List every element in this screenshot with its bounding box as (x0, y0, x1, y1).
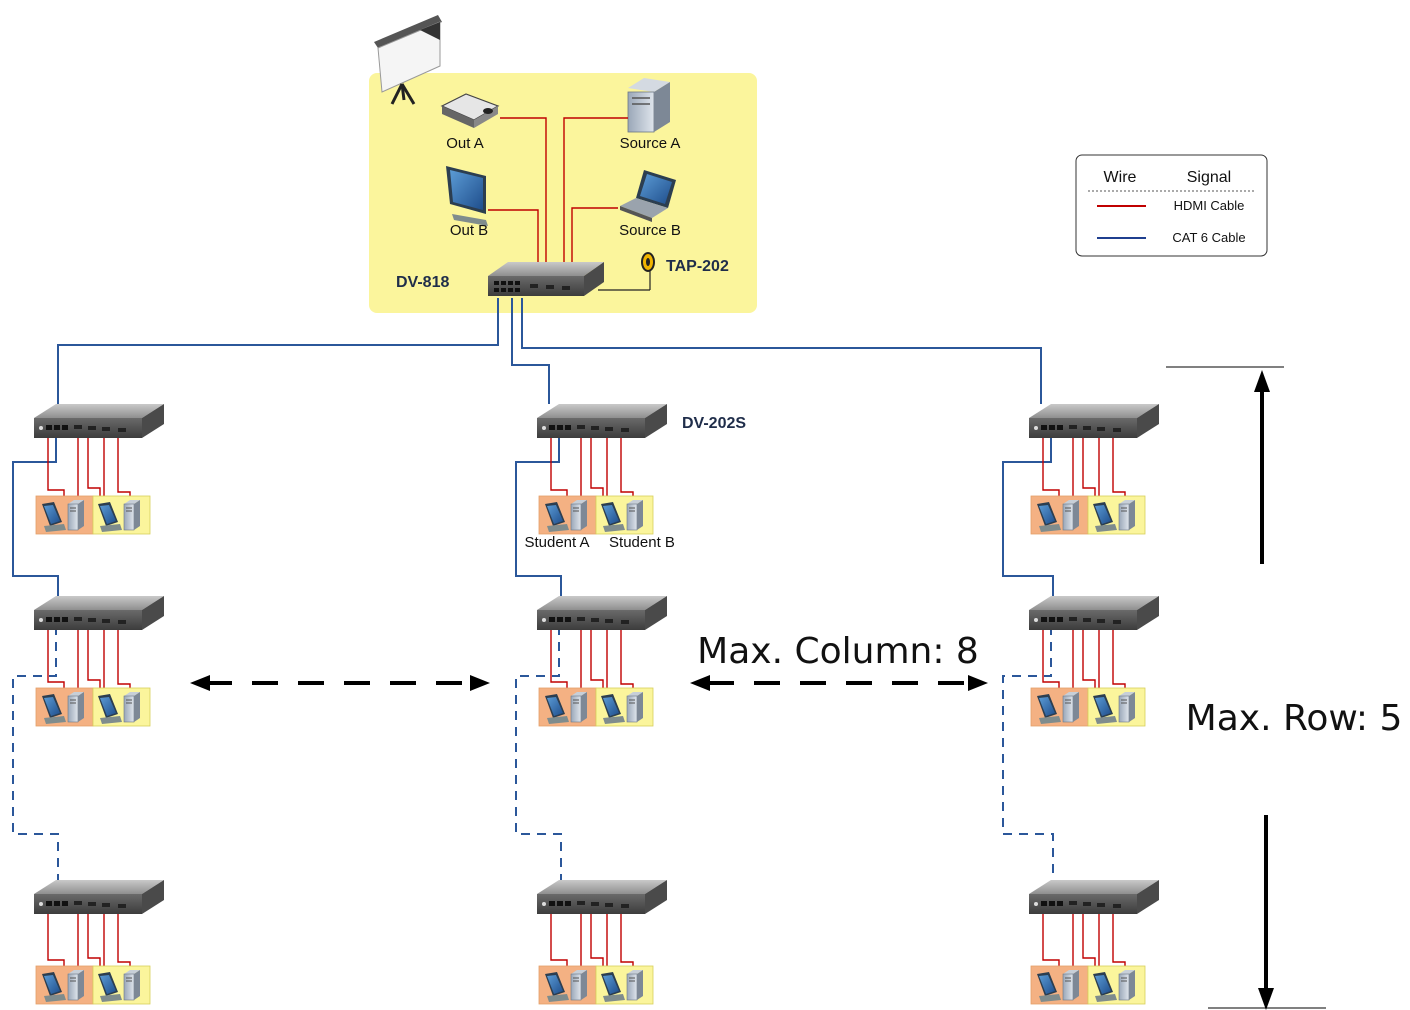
hdmi-drop-lines (550, 912, 634, 974)
cat6-chain-line (1002, 434, 1054, 596)
hdmi-drop-lines (47, 628, 131, 696)
student-pcs-icon (36, 496, 150, 534)
student-a-label: Student A (524, 534, 589, 551)
legend-col-wire: Wire (1104, 169, 1137, 186)
panel-label: TAP-202 (666, 258, 729, 275)
legend-col-signal: Signal (1187, 169, 1231, 186)
out-b-label: Out B (450, 222, 488, 239)
hdmi-drop-lines (47, 436, 131, 504)
receiver-switch-icon (1029, 880, 1159, 914)
receiver-label: DV-202S (682, 415, 746, 432)
student-pcs-icon (539, 966, 653, 1004)
receiver-switch-icon (1029, 404, 1159, 438)
monitor-icon (446, 166, 488, 226)
receiver-switch-icon (34, 404, 164, 438)
cat6-trunk-lines (57, 298, 1042, 404)
hdmi-drop-lines (47, 912, 131, 974)
legend: Wire Signal HDMI Cable CAT 6 Cable (1075, 154, 1268, 257)
projector-icon (440, 93, 500, 128)
student-pcs-icon (36, 688, 150, 726)
out-a-label: Out A (446, 135, 484, 152)
hdmi-drop-lines (550, 436, 634, 504)
source-b-label: Source B (619, 222, 681, 239)
cat6-chain-line (515, 434, 562, 596)
student-b-label: Student B (609, 534, 675, 551)
tap-panel-icon (598, 252, 655, 291)
cat6-chain-dashed-line (1002, 626, 1054, 880)
cat6-chain-line (12, 434, 59, 596)
projector-screen-icon (374, 15, 442, 105)
student-pcs-icon (36, 966, 150, 1004)
max-column-label: Max. Column: 8 (697, 631, 979, 672)
receiver-grid (12, 404, 1159, 1004)
student-pcs-icon (539, 496, 653, 534)
legend-hdmi-label: HDMI Cable (1174, 198, 1245, 213)
max-row-arrows (1166, 366, 1326, 1010)
hdmi-drop-lines (1042, 912, 1126, 974)
receiver-switch-icon (537, 596, 667, 630)
legend-cat6-label: CAT 6 Cable (1172, 230, 1245, 245)
receiver-switch-icon (34, 880, 164, 914)
receiver-switch-icon (34, 596, 164, 630)
switcher-label: DV-818 (396, 274, 449, 291)
laptop-icon (620, 170, 676, 222)
control-area (369, 73, 757, 313)
student-pcs-icon (1031, 688, 1145, 726)
receiver-switch-icon (1029, 596, 1159, 630)
receiver-switch-icon (537, 404, 667, 438)
max-row-label: Max. Row: 5 (1186, 698, 1403, 739)
student-pcs-icon (1031, 966, 1145, 1004)
pc-tower-icon (627, 78, 670, 133)
control-hdmi-lines (488, 117, 628, 262)
student-pcs-icon (539, 688, 653, 726)
hdmi-drop-lines (1042, 436, 1126, 504)
max-column-arrows (190, 675, 988, 691)
source-a-label: Source A (620, 135, 681, 152)
hdmi-drop-lines (550, 628, 634, 696)
switcher-device-icon (488, 262, 604, 296)
cat6-chain-dashed-line (12, 626, 59, 880)
receiver-switch-icon (537, 880, 667, 914)
cat6-chain-dashed-line (515, 626, 562, 880)
hdmi-drop-lines (1042, 628, 1126, 696)
student-pcs-icon (1031, 496, 1145, 534)
